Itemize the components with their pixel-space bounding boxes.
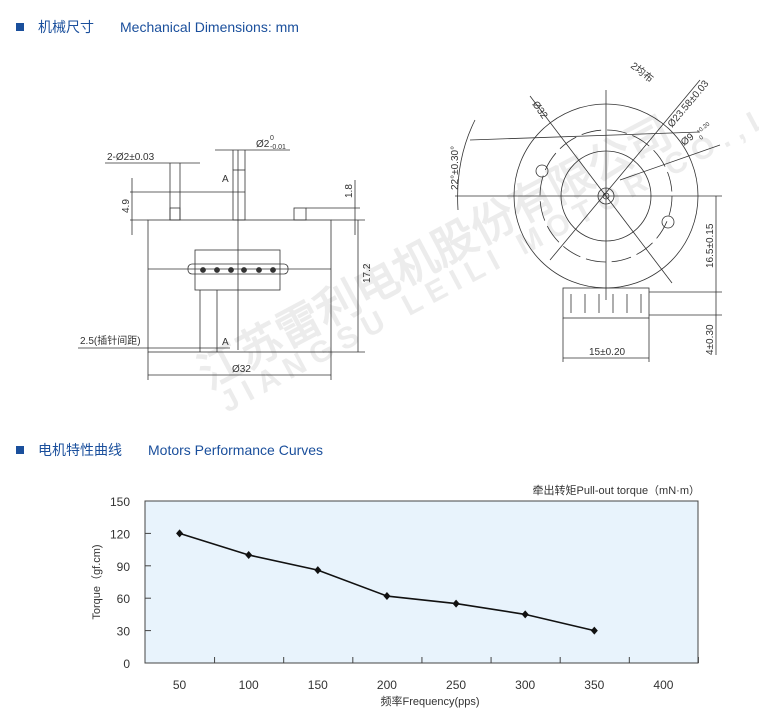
height-17-2-label: 17.2 — [362, 263, 373, 283]
height-4-9-label: 4.9 — [121, 199, 132, 213]
diameter-9-label: Ø9 — [679, 131, 697, 148]
pin-pitch-label: 2.5(插针间距) — [80, 334, 141, 347]
x-tick-label: 150 — [308, 678, 328, 692]
width-15-label: 15±0.20 — [589, 347, 626, 358]
section-header-mechanical: 机械尺寸 Mechanical Dimensions: mm — [16, 17, 299, 37]
height-4-label: 4±0.30 — [705, 324, 716, 355]
shaft-tol-low: -0.01 — [270, 144, 286, 151]
hole-dim-label: 2-Ø2±0.03 — [107, 152, 155, 163]
side-view-drawing: Ø32 2均布 Ø23.58±0.03 Ø9 +0.20 0 22°±0.30°… — [450, 60, 722, 362]
x-tick-label: 50 — [173, 678, 187, 692]
y-tick-label: 90 — [117, 560, 131, 574]
section-header-curves: 电机特性曲线 Motors Performance Curves — [16, 440, 323, 460]
x-tick-label: 100 — [239, 678, 259, 692]
data-point — [590, 626, 598, 635]
y-tick-label: 150 — [110, 495, 130, 509]
bullet-square-icon — [16, 23, 24, 31]
data-point — [383, 592, 391, 601]
x-tick-label: 250 — [446, 678, 466, 692]
x-tick-label: 200 — [377, 678, 397, 692]
data-point — [521, 610, 529, 619]
x-tick-label: 350 — [584, 678, 604, 692]
evenly-spaced-label: 2均布 — [628, 60, 656, 85]
y-tick-label: 60 — [117, 592, 131, 606]
shaft-dim-label: Ø2 — [256, 139, 270, 150]
data-point — [176, 529, 184, 538]
height-16-5-label: 16.5±0.15 — [705, 223, 716, 268]
shaft-tol-up: 0 — [270, 135, 274, 142]
height-1-8-label: 1.8 — [344, 184, 355, 198]
plot-area — [144, 500, 699, 664]
angle-label: 22°±0.30° — [450, 146, 461, 190]
torque-chart: 牵出转矩Pull-out torque（mN·m） 50 100 150 200 250… — [90, 483, 700, 708]
section-title-en: Mechanical Dimensions: mm — [120, 19, 299, 35]
data-point — [314, 566, 322, 575]
section-a-top: A — [222, 174, 229, 185]
y-axis-label: Torque（gf.cm) — [90, 544, 103, 619]
x-tick-label: 400 — [653, 678, 673, 692]
y-tick-label: 30 — [117, 625, 131, 639]
front-view-drawing: 2-Ø2±0.03 Ø2 0 -0.01 A A 4.9 1.8 17.2 2.… — [78, 135, 373, 380]
section-title-cn: 电机特性曲线 — [38, 442, 122, 458]
x-axis-label: 频率Frequency(pps) — [380, 694, 479, 708]
section-title-cn: 机械尺寸 — [38, 19, 94, 35]
diameter-23-58-label: Ø23.58±0.03 — [666, 78, 712, 130]
y-tick-label: 0 — [123, 657, 130, 671]
section-title-en: Motors Performance Curves — [148, 442, 324, 458]
diameter-32-label: Ø32 — [232, 364, 251, 375]
data-point — [452, 599, 460, 608]
section-a-bottom: A — [222, 337, 229, 348]
y-tick-label: 120 — [110, 527, 130, 541]
bullet-square-icon — [16, 446, 24, 454]
chart-title: 牵出转矩Pull-out torque（mN·m） — [533, 483, 700, 497]
diameter-9-tol-up: +0.20 — [696, 121, 712, 135]
x-tick-label: 300 — [515, 678, 535, 692]
data-point — [245, 551, 253, 559]
diameter-9-tol-low: 0 — [699, 134, 706, 141]
